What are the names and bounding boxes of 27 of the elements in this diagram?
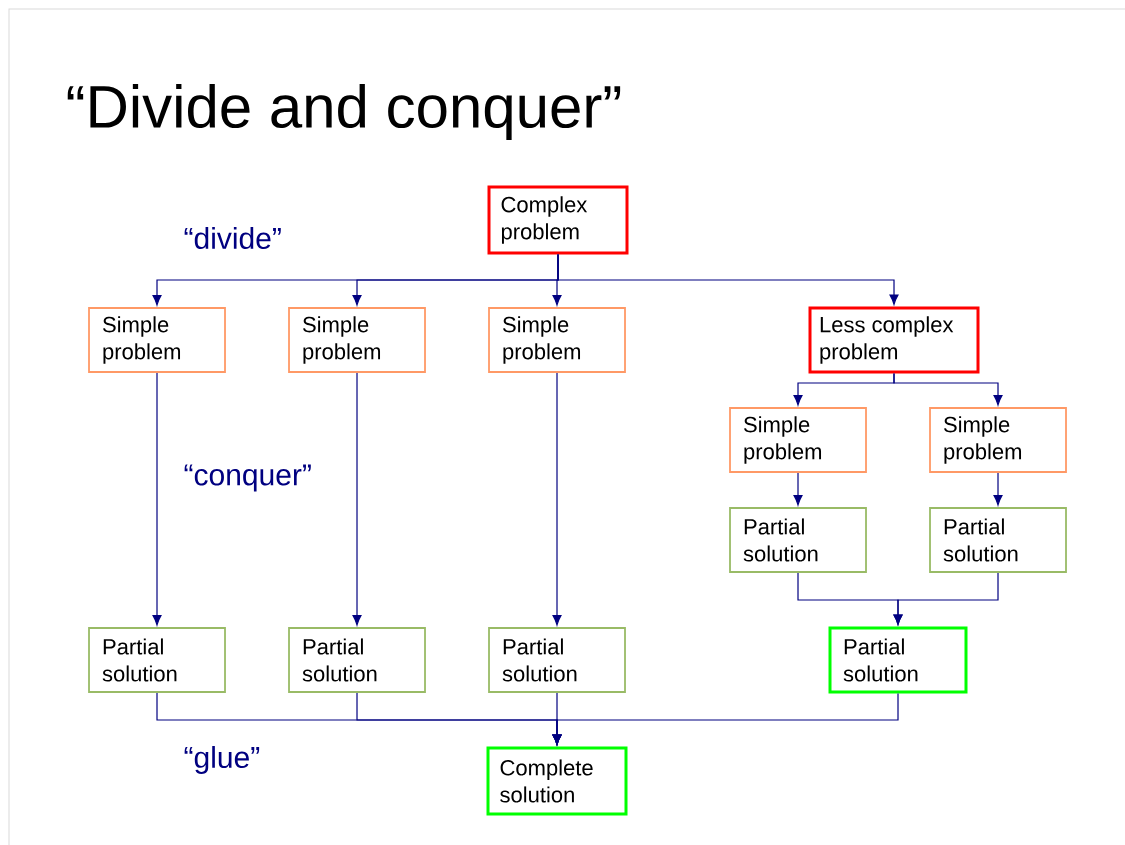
arrow <box>152 372 162 626</box>
arrow <box>893 372 1003 406</box>
box: Partial solution <box>729 507 867 573</box>
arrow <box>552 692 899 745</box>
box: Complete solution <box>486 746 628 816</box>
box: Simple problem <box>729 407 867 473</box>
box: Less complex problem <box>808 306 980 374</box>
box: Simple problem <box>929 407 1067 473</box>
arrow <box>352 372 362 626</box>
box: Partial solution <box>88 627 226 693</box>
box: Complex problem <box>487 185 629 255</box>
box: Partial solution <box>828 626 968 694</box>
arrow <box>552 372 562 626</box>
arrow <box>993 472 1003 506</box>
box: Simple problem <box>288 307 426 373</box>
box: Partial solution <box>929 507 1067 573</box>
box: Simple problem <box>488 307 626 373</box>
step-label: “glue” <box>184 746 260 774</box>
arrow <box>893 572 999 625</box>
box: Partial solution <box>488 627 626 693</box>
step-label: “divide” <box>184 227 281 249</box>
box: Partial solution <box>288 627 426 693</box>
arrow <box>557 253 899 305</box>
title: “Divide and conquer” <box>67 84 621 140</box>
box: Simple problem <box>88 307 226 373</box>
step-label: “conquer” <box>184 464 311 492</box>
arrow <box>793 472 803 506</box>
